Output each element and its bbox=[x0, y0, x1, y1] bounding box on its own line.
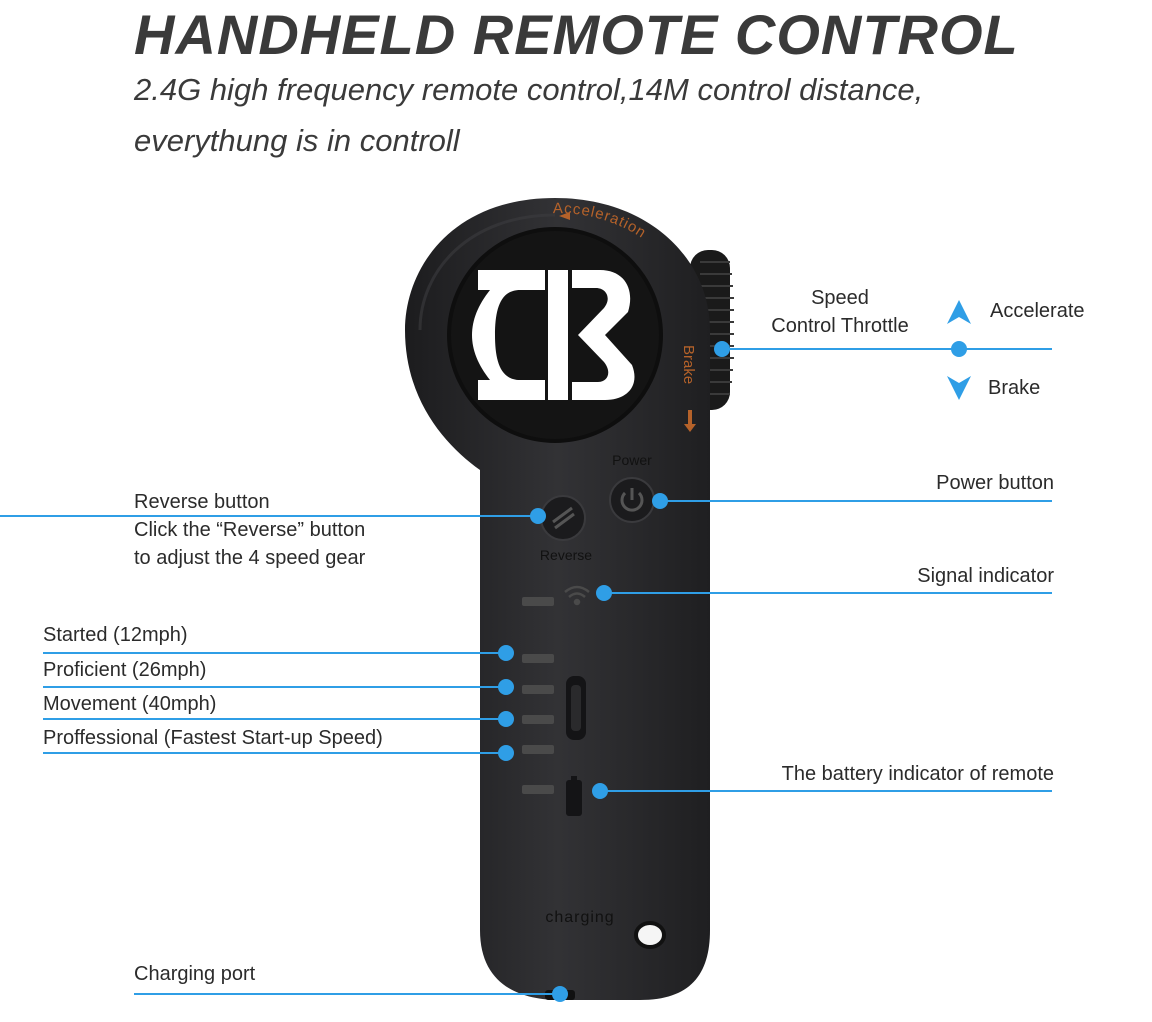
speed-level-3-dot bbox=[498, 711, 514, 727]
brake-arrow-icon bbox=[684, 424, 696, 432]
battery-led bbox=[522, 785, 554, 794]
power-button-dot bbox=[652, 493, 668, 509]
speed-level-3-line bbox=[43, 718, 508, 720]
power-button[interactable]: Power bbox=[609, 452, 655, 523]
power-button-line bbox=[660, 500, 1052, 502]
wifi-icon bbox=[564, 585, 590, 606]
brake-annotation-label: Brake bbox=[988, 377, 1041, 399]
logo-disc bbox=[447, 227, 663, 443]
speed-control-line bbox=[722, 348, 1052, 350]
charging-port-label: Charging port bbox=[134, 963, 256, 985]
reverse-label: Reverse bbox=[540, 547, 592, 563]
throttle-axis-dot bbox=[951, 341, 967, 357]
speed-control-label: Speed Control Throttle bbox=[771, 287, 909, 337]
brake-label: Brake bbox=[680, 345, 697, 384]
subtitle-line-2: everythung is in controll bbox=[134, 123, 460, 158]
gear-level-icon bbox=[566, 676, 586, 740]
reverse-button[interactable]: Reverse bbox=[540, 495, 592, 563]
speed-level-1-dot bbox=[498, 645, 514, 661]
signal-indicator-label: Signal indicator bbox=[917, 565, 1054, 587]
signal-led bbox=[522, 597, 554, 606]
page-title: HANDHELD REMOTE CONTROL bbox=[134, 3, 1019, 66]
power-icon bbox=[620, 491, 644, 512]
reverse-button-line bbox=[0, 515, 538, 517]
speed-level-2-dot bbox=[498, 679, 514, 695]
lanyard-hole bbox=[634, 921, 666, 949]
speed-level-1-line bbox=[43, 652, 508, 654]
speed-control-dot bbox=[714, 341, 730, 357]
speed-level-4-line bbox=[43, 752, 508, 754]
signal-indicator-dot bbox=[596, 585, 612, 601]
battery-indicator-line bbox=[600, 790, 1052, 792]
battery-icon bbox=[566, 776, 582, 816]
reverse-button-dot bbox=[530, 508, 546, 524]
reverse-icon bbox=[552, 506, 573, 524]
accelerate-label: Accelerate bbox=[990, 300, 1085, 322]
subtitle-line-1: 2.4G high frequency remote control,14M c… bbox=[134, 72, 924, 107]
battery-indicator-label: The battery indicator of remote bbox=[781, 763, 1054, 785]
speed-level-2-line bbox=[43, 686, 508, 688]
speed-level-1-label: Started (12mph) bbox=[43, 624, 188, 646]
accelerate-arrow-icon bbox=[947, 300, 971, 324]
power-button-label: Power button bbox=[936, 472, 1054, 494]
accel-arrow-icon bbox=[559, 212, 570, 220]
power-label: Power bbox=[612, 452, 652, 468]
speed-leds bbox=[522, 654, 554, 754]
reverse-button-label: Reverse button Click the “Reverse” butto… bbox=[134, 491, 366, 569]
speed-level-4-dot bbox=[498, 745, 514, 761]
speed-level-2-label: Proficient (26mph) bbox=[43, 659, 207, 681]
brake-arrow-down-icon bbox=[947, 376, 971, 400]
speed-level-4-label: Proffessional (Fastest Start-up Speed) bbox=[43, 727, 383, 749]
signal-indicator-line bbox=[604, 592, 1052, 594]
charging-label: charging bbox=[545, 909, 614, 926]
speed-level-3-label: Movement (40mph) bbox=[43, 693, 217, 715]
battery-indicator-dot bbox=[592, 783, 608, 799]
charging-port-line bbox=[134, 993, 560, 995]
dk-logo-icon bbox=[472, 270, 545, 400]
charging-port-dot bbox=[552, 986, 568, 1002]
